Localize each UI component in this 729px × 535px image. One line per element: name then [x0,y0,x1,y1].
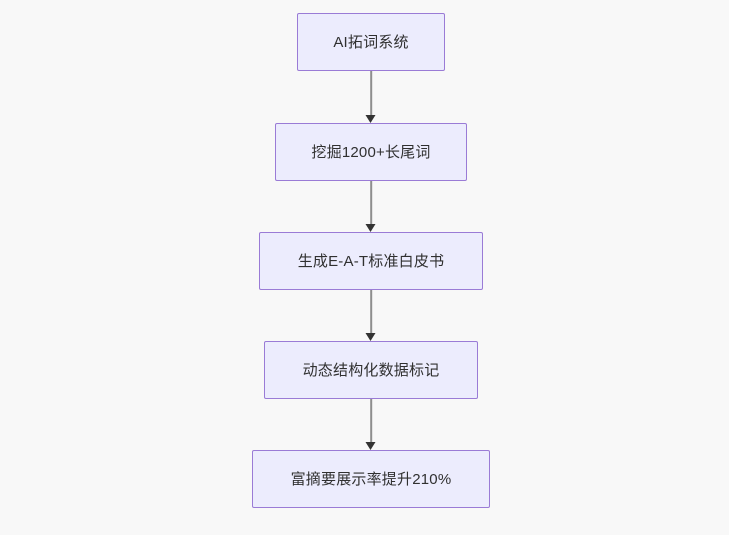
edge-line [370,181,372,224]
arrowhead-icon [365,333,376,341]
flow-node-label: 挖掘1200+长尾词 [311,143,431,161]
flow-node-label: 生成E-A-T标准白皮书 [297,252,445,270]
edge-line [370,290,372,333]
flow-node-label: 富摘要展示率提升210% [290,470,452,488]
arrowhead-icon [365,442,376,450]
flow-node-generate-eat-whitepaper[interactable]: 生成E-A-T标准白皮书 [259,232,483,290]
edge-line [370,399,372,442]
flow-node-ai-keyword-system[interactable]: AI拓词系统 [297,13,445,71]
arrowhead-icon [365,115,376,123]
flow-node-label: 动态结构化数据标记 [302,361,440,379]
flow-node-label: AI拓词系统 [333,33,409,51]
flow-node-dynamic-structured-data-markup[interactable]: 动态结构化数据标记 [264,341,478,399]
flow-node-mine-longtail-keywords[interactable]: 挖掘1200+长尾词 [275,123,467,181]
arrowhead-icon [365,224,376,232]
flow-node-rich-snippet-impression-lift[interactable]: 富摘要展示率提升210% [252,450,490,508]
edge-line [370,71,372,115]
